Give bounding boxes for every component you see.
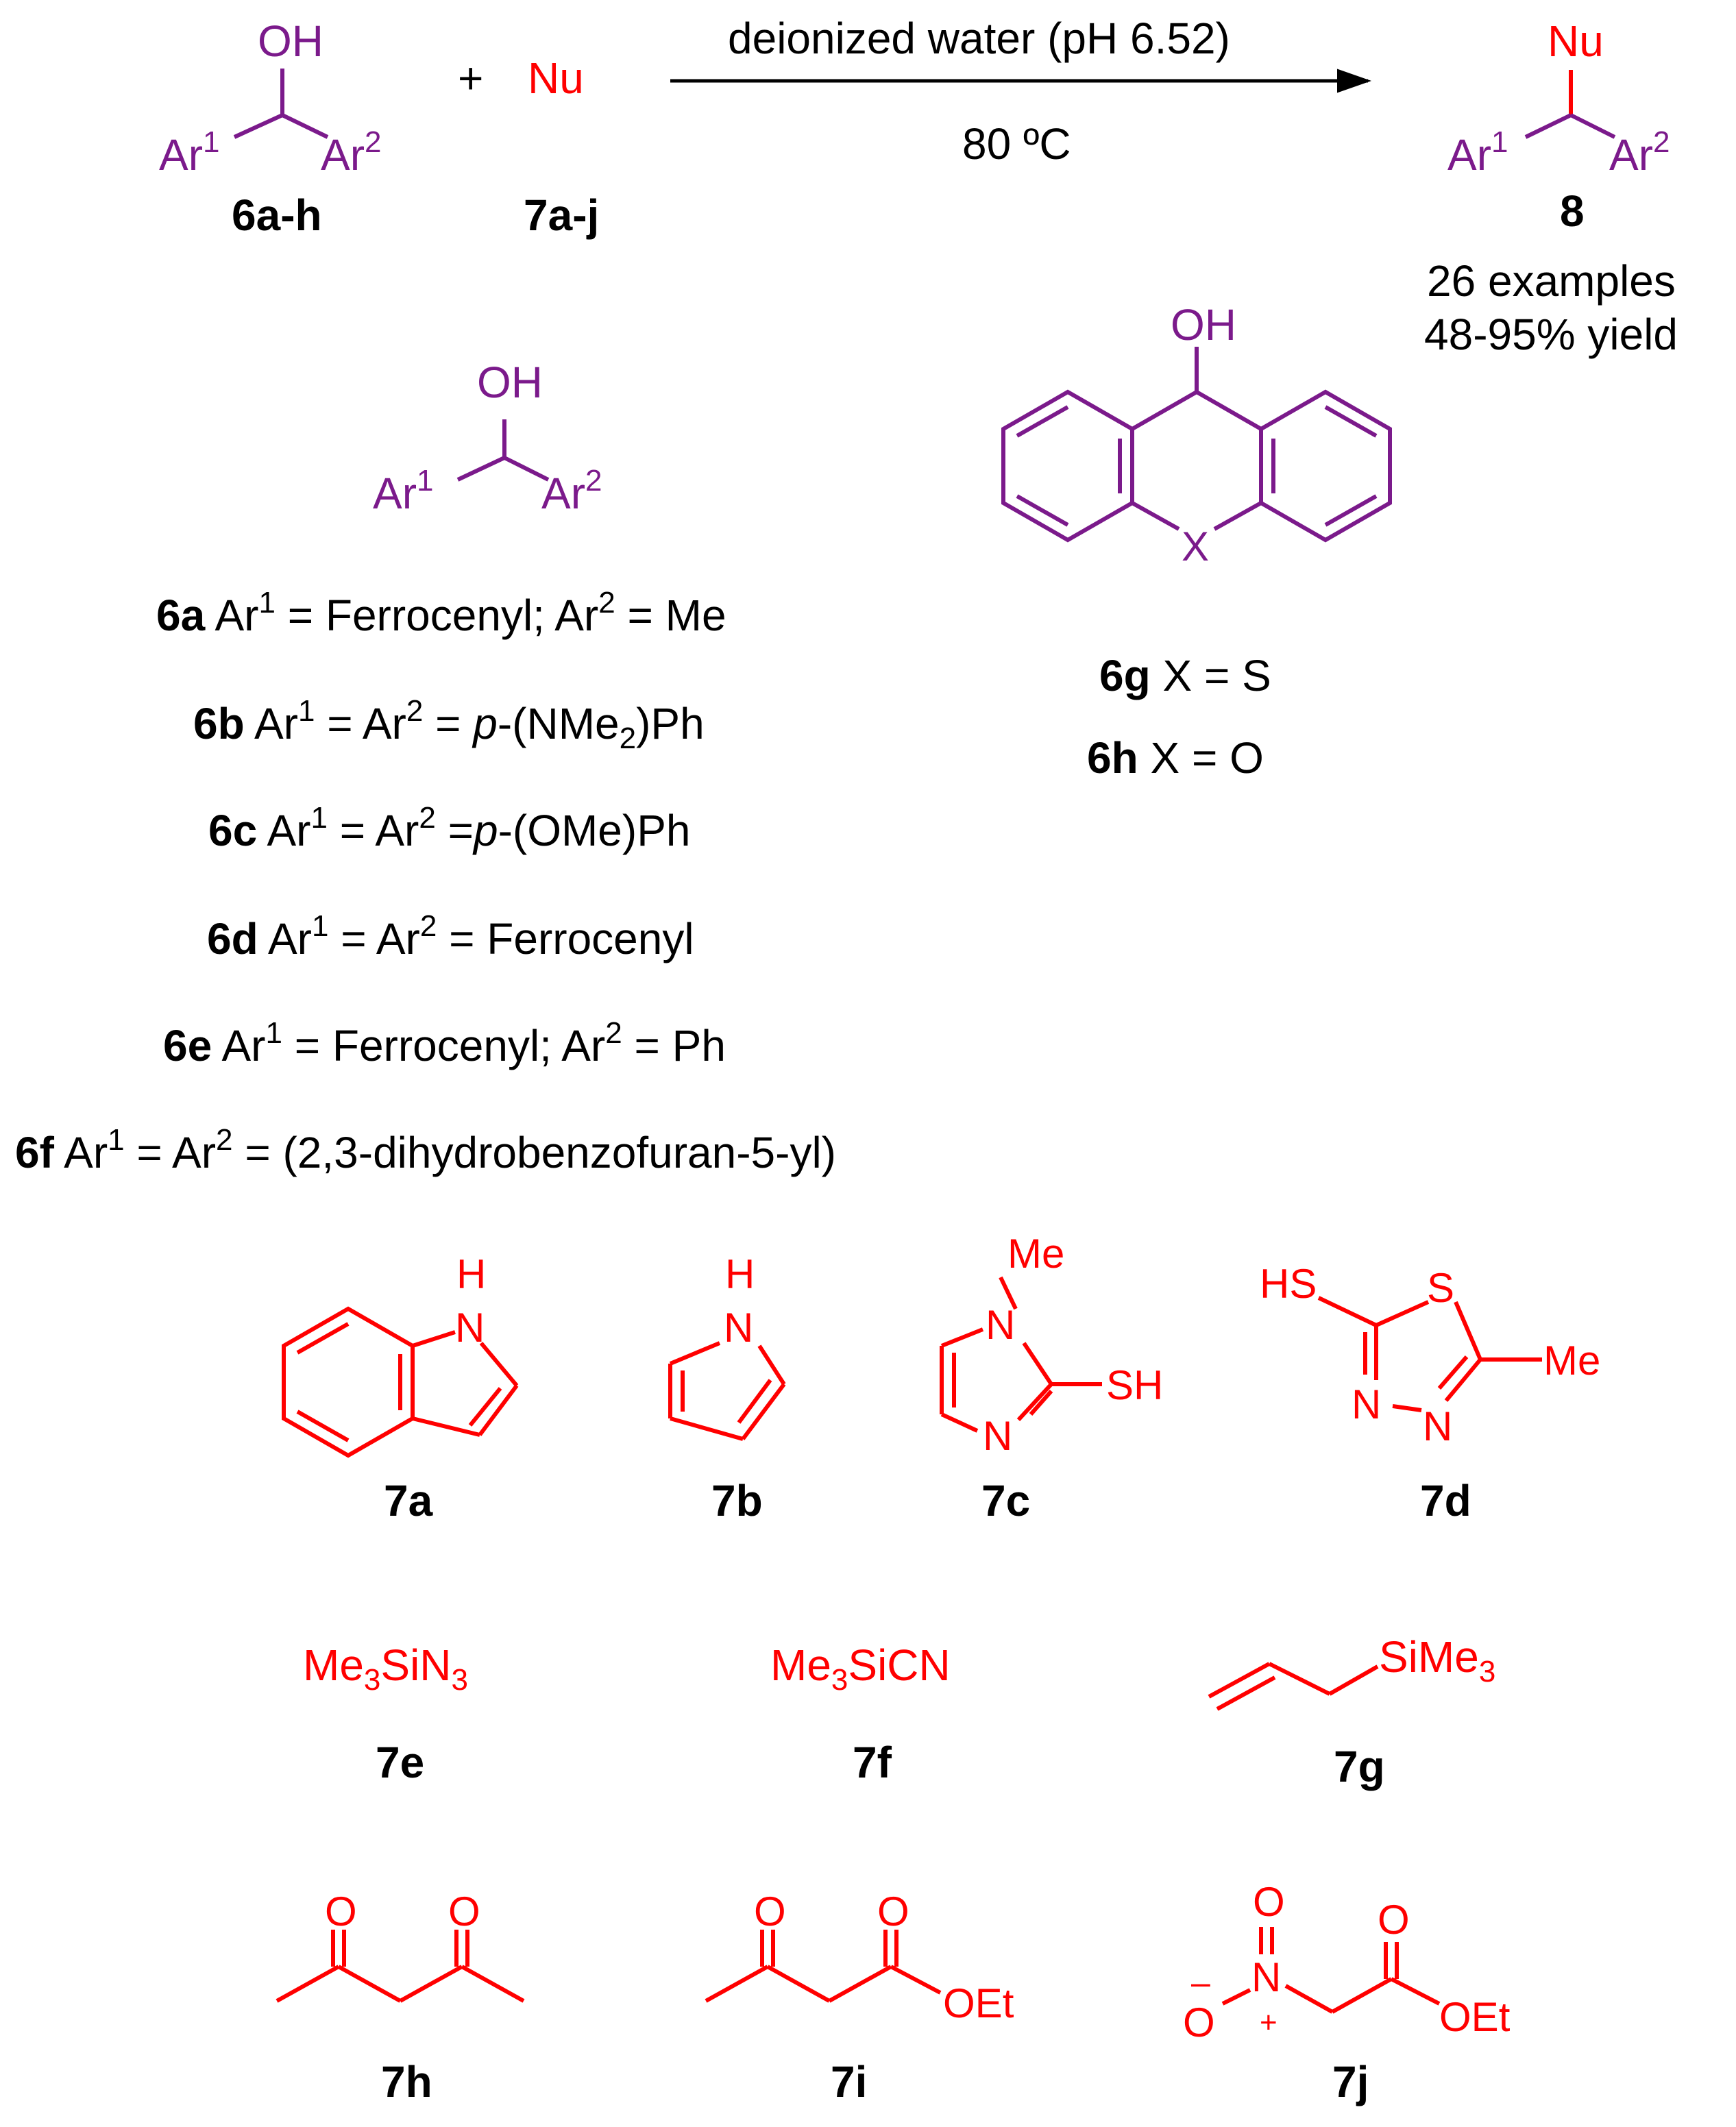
indole-structure — [282, 1306, 519, 1458]
nitro-o-minus: O — [1183, 2000, 1215, 2045]
imidazole-me: Me — [1007, 1231, 1064, 1277]
substrate-6a: 6a Ar1 = Ferrocenyl; Ar2 = Me — [156, 586, 726, 640]
nitro-plus: + — [1260, 2006, 1277, 2039]
pyrrole-structure — [668, 1341, 786, 1441]
allyl-sime3: SiMe3 — [1379, 1632, 1495, 1688]
nitro-n: N — [1251, 1954, 1281, 2000]
eaa-oet: OEt — [943, 1980, 1014, 2026]
generic-oh: OH — [477, 358, 543, 407]
substrate-list: 6a Ar1 = Ferrocenyl; Ar2 = Me 6b Ar1 = A… — [15, 586, 836, 1177]
label-7e: 7e — [376, 1738, 424, 1787]
substrate-6c: 6c Ar1 = Ar2 =p-(OMe)Ph — [208, 801, 690, 855]
generic-ar1: Ar1 — [373, 464, 433, 518]
condition-top: deionized water (pH 6.52) — [728, 14, 1230, 63]
generic-alcohol-structure — [456, 419, 550, 482]
nitro-o-top: O — [1253, 1879, 1285, 1925]
acac-o2: O — [448, 1889, 480, 1934]
product-ar1: Ar1 — [1447, 125, 1508, 180]
label-6g: 6g X = S — [1099, 651, 1271, 700]
reactant-label: 6a-h — [232, 190, 322, 240]
condition-bottom: 80 ºC — [962, 119, 1071, 169]
thiadiazole-me: Me — [1543, 1338, 1600, 1384]
substrate-6b: 6b Ar1 = Ar2 = p-(NMe2)Ph — [193, 694, 705, 755]
tms-azide: Me3SiN3 — [303, 1640, 468, 1697]
summary-yield: 48-95% yield — [1424, 310, 1678, 359]
summary-examples: 26 examples — [1427, 256, 1676, 306]
nitro-minus: – — [1191, 1963, 1210, 2002]
substrate-6f: 6f Ar1 = Ar2 = (2,3-dihydrobenzofuran-5-… — [15, 1123, 836, 1177]
label-6h: 6h X = O — [1087, 733, 1264, 783]
indole-h: H — [456, 1251, 486, 1297]
nucleophile-label: 7a-j — [524, 190, 599, 240]
thiadiazole-s: S — [1427, 1265, 1454, 1311]
label-7d: 7d — [1420, 1476, 1471, 1525]
plus-sign: + — [458, 53, 483, 103]
eaa-o2: O — [877, 1889, 909, 1934]
thiadiazole-n1: N — [1352, 1381, 1381, 1427]
reactant-alcohol — [233, 69, 329, 139]
generic-ar2: Ar2 — [541, 464, 602, 518]
label-7b: 7b — [711, 1476, 763, 1525]
label-7g: 7g — [1334, 1742, 1385, 1791]
nucleophile-nu: Nu — [528, 53, 584, 103]
product-label: 8 — [1560, 186, 1585, 236]
ethyl-acetoacetate-structure — [705, 1930, 942, 2003]
label-7a: 7a — [384, 1476, 433, 1525]
thiadiazole-hs: HS — [1260, 1261, 1317, 1307]
nitroacetate-o: O — [1378, 1897, 1410, 1943]
reactant-oh: OH — [258, 16, 323, 66]
product-ar2: Ar2 — [1609, 125, 1670, 180]
acetylacetone-structure — [276, 1930, 525, 2003]
substrate-6e: 6e Ar1 = Ferrocenyl; Ar2 = Ph — [163, 1016, 726, 1070]
product-structure — [1524, 70, 1616, 139]
label-7h: 7h — [381, 2057, 432, 2106]
tricyclic-structure — [1001, 347, 1392, 543]
imidazole-sh: SH — [1106, 1362, 1163, 1408]
tricyclic-oh: OH — [1171, 300, 1236, 349]
nitroacetate-oet: OEt — [1439, 1994, 1511, 2040]
label-7i: 7i — [831, 2057, 867, 2106]
substrate-6d: 6d Ar1 = Ar2 = Ferrocenyl — [207, 909, 694, 963]
label-7c: 7c — [981, 1476, 1030, 1525]
tricyclic-x: X — [1182, 524, 1209, 569]
reactant-ar1: Ar1 — [159, 125, 219, 180]
imidazole-n1: N — [986, 1302, 1015, 1348]
ethyl-nitroacetate-structure — [1221, 1927, 1441, 2014]
reactant-ar2: Ar2 — [321, 125, 381, 180]
acac-o1: O — [325, 1889, 357, 1934]
label-7f: 7f — [853, 1738, 892, 1787]
eaa-o1: O — [754, 1889, 786, 1934]
indole-n: N — [455, 1305, 485, 1351]
imidazole-thiol-structure — [940, 1276, 1102, 1433]
product-nu: Nu — [1548, 16, 1604, 66]
label-7j: 7j — [1332, 2057, 1369, 2106]
tms-cyanide: Me3SiCN — [770, 1640, 951, 1697]
pyrrole-h: H — [725, 1251, 755, 1297]
allyl-silane-structure — [1208, 1662, 1379, 1711]
thiadiazole-structure — [1317, 1296, 1542, 1412]
thiadiazole-n2: N — [1423, 1403, 1452, 1449]
imidazole-n2: N — [983, 1413, 1012, 1459]
pyrrole-n: N — [724, 1305, 753, 1351]
